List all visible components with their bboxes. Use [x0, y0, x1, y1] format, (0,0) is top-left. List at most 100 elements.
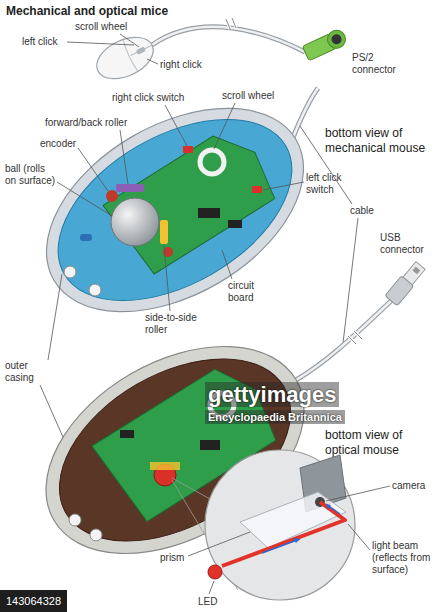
- mechanical-mouse-body-ellipse: [11, 66, 338, 353]
- optical-parts-rect: [200, 440, 220, 450]
- leader-lines-optical-path: [348, 524, 370, 550]
- optical-inset-path: [293, 538, 300, 543]
- ps2-connector-circle: [330, 33, 343, 46]
- mechanical-parts-rect: [183, 146, 193, 153]
- mechanical-cable-path: [292, 88, 318, 140]
- top-mouse-rect: [136, 46, 146, 54]
- part-label: USB connector: [380, 232, 435, 256]
- usb-connector-rect: [412, 267, 420, 275]
- optical-inset-path: [326, 504, 331, 510]
- part-label: cable: [350, 205, 374, 217]
- view-heading: bottom view of optical mouse: [325, 428, 440, 458]
- usb-cable-path: [348, 331, 362, 344]
- leader-lines-mechanical-path: [263, 182, 304, 190]
- part-label: left click: [22, 36, 58, 48]
- ps2-cable-path: [152, 27, 305, 52]
- mechanical-parts-rect: [198, 208, 220, 218]
- part-label: scroll wheel: [75, 21, 127, 33]
- mechanical-cable: [292, 88, 318, 140]
- ps2-connector: [302, 27, 349, 61]
- optical-inset-circle: [208, 565, 222, 579]
- mechanical-parts-rect: [228, 220, 242, 228]
- ps2-cable-path: [226, 18, 236, 29]
- part-label: left click switch: [306, 172, 346, 196]
- diagram-title: Mechanical and optical mice: [6, 4, 168, 18]
- watermark: Encyclopaedia Britannica: [205, 410, 345, 424]
- leader-lines-mechanical-path: [78, 148, 108, 191]
- mechanical-mouse-body-polygon: [101, 122, 283, 279]
- mechanical-parts-circle: [64, 266, 76, 278]
- mechanical-mouse-body: [11, 66, 338, 353]
- leader-lines-mechanical-path: [40, 385, 66, 444]
- mechanical-parts-rect: [252, 186, 262, 193]
- mechanical-parts-circle: [106, 190, 118, 202]
- mechanical-parts-rect: [160, 220, 168, 244]
- mechanical-parts-circle: [200, 150, 224, 174]
- part-label: LED: [198, 596, 217, 608]
- leader-lines-optical-path: [209, 581, 214, 594]
- mechanical-parts: [64, 146, 262, 296]
- part-label: right click switch: [112, 92, 184, 104]
- ps2-cable-path: [226, 18, 236, 29]
- leader-lines-top-path: [67, 42, 134, 45]
- part-label: side-to-side roller: [145, 312, 215, 336]
- watermark: gettyimages: [205, 382, 339, 407]
- optical-parts-circle: [90, 529, 102, 541]
- zoom-lines-path: [172, 478, 212, 500]
- ps2-connector-circle: [325, 27, 349, 51]
- usb-cable-path: [348, 331, 362, 344]
- leader-lines-optical-path: [326, 486, 390, 501]
- leader-lines-top-path: [147, 59, 158, 64]
- mechanical-mouse-body-ellipse: [27, 82, 323, 338]
- image-id: 143064328: [0, 590, 67, 612]
- part-label: circuit board: [228, 280, 273, 304]
- part-label: forward/back roller: [45, 117, 127, 129]
- optical-inset: [205, 450, 355, 600]
- optical-inset-path: [222, 502, 345, 566]
- mechanical-parts-rect: [80, 234, 92, 241]
- part-label: ball (rolls on surface): [5, 163, 57, 187]
- part-label: scroll wheel: [222, 90, 274, 102]
- part-label: light beam (reflects from surface): [372, 540, 438, 576]
- mechanical-parts-circle: [89, 284, 101, 296]
- view-heading: bottom view of mechanical mouse: [325, 126, 440, 156]
- top-mouse-path: [122, 30, 159, 72]
- part-label: outer casing: [5, 360, 50, 384]
- usb-connector: [385, 260, 427, 306]
- leader-lines-mechanical-path: [343, 218, 358, 343]
- optical-parts-rect: [120, 430, 134, 438]
- leader-lines-mechanical-path: [214, 103, 235, 149]
- usb-cable-path: [296, 301, 391, 380]
- mechanical-parts-rect: [116, 184, 144, 192]
- part-label: PS/2 connector: [352, 52, 412, 76]
- leader-lines-mechanical-path: [120, 130, 128, 184]
- part-label: prism: [160, 552, 184, 564]
- mechanical-parts-circle: [111, 198, 159, 246]
- usb-connector-rect: [403, 262, 425, 285]
- leader-lines-mechanical-path: [48, 274, 62, 360]
- usb-cable-path: [296, 301, 391, 380]
- ps2-cable: [152, 18, 305, 52]
- part-label: right click: [160, 59, 202, 71]
- leader-lines-mechanical-path: [164, 246, 170, 311]
- leader-lines-mechanical-path: [57, 182, 112, 216]
- optical-parts-rect: [150, 462, 180, 470]
- leader-lines-mechanical-path: [165, 105, 187, 146]
- leader-lines-optical-path: [188, 532, 250, 556]
- top-mouse: [90, 29, 160, 87]
- leader-lines-mechanical-path: [222, 250, 232, 279]
- leader-lines-optical: [188, 486, 390, 594]
- part-label: encoder: [40, 138, 76, 150]
- mechanical-cable-path: [292, 88, 318, 140]
- optical-inset-circle: [205, 450, 355, 600]
- ps2-cable-path: [152, 27, 305, 52]
- leader-lines-top: [67, 34, 158, 64]
- optical-inset-path: [262, 539, 300, 553]
- usb-cable: [296, 301, 391, 380]
- part-label: camera: [392, 480, 425, 492]
- top-mouse-ellipse: [90, 29, 160, 87]
- optical-parts-circle: [69, 514, 81, 526]
- optical-inset-path: [326, 504, 340, 514]
